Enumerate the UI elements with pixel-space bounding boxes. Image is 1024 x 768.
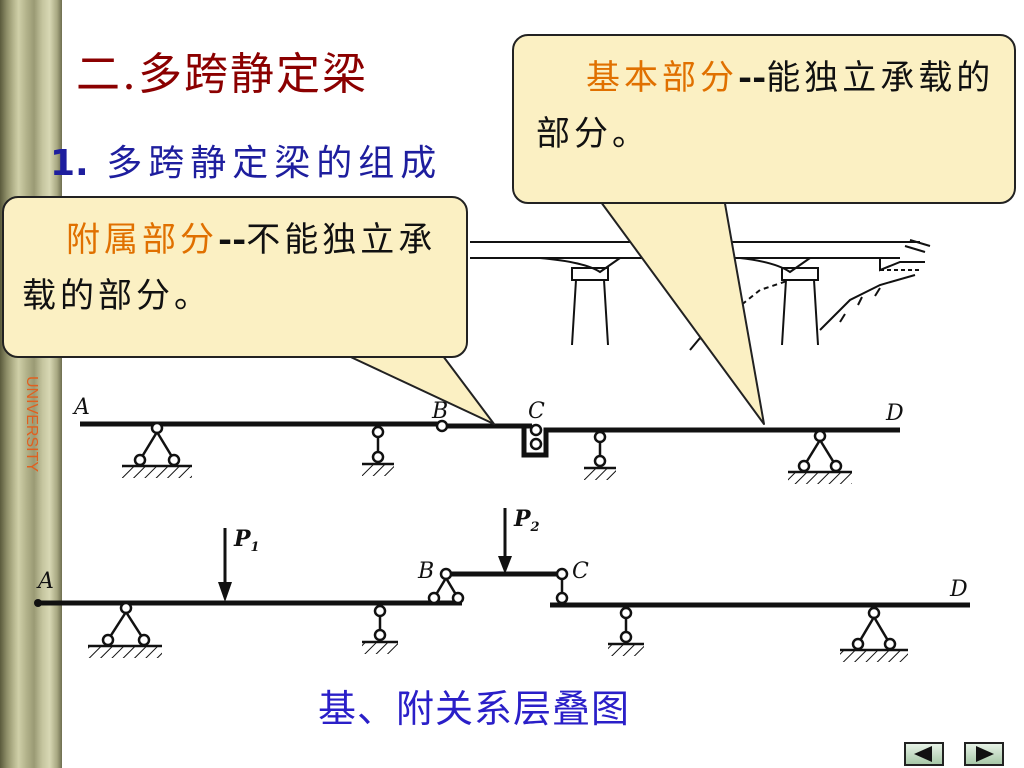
support-roller (608, 606, 644, 656)
support-roller (362, 604, 398, 654)
label-c: C (528, 399, 545, 424)
sidebar-label-text: UNIVERSITY (23, 376, 40, 472)
support-roller (362, 425, 394, 476)
term-basic: 基本部分 (586, 58, 738, 98)
title-text: 多跨静定梁 (138, 49, 368, 100)
definition-attached: 不能独立承载的部分。 (22, 220, 437, 316)
figure-caption: 基、附关系层叠图 (318, 687, 631, 731)
decorative-sidebar (0, 0, 62, 768)
title-dot: . (122, 49, 138, 100)
sidebar-label: UNIVERSITY (14, 374, 40, 534)
callout-basic-part: 基本部分--能独立承载的部分。 (512, 34, 1016, 204)
subtitle-text: 多跨静定梁的组成 (106, 143, 443, 184)
subtitle-number: 1. (50, 143, 89, 184)
next-slide-button[interactable] (964, 742, 1004, 766)
label-c: C (572, 559, 589, 584)
slide-title: 二.多跨静定梁 (76, 38, 368, 102)
support-pin (88, 601, 162, 658)
label-a: A (36, 569, 54, 594)
load-arrow (498, 508, 512, 574)
term-dash: -- (738, 58, 767, 98)
load-label-p1: P1 (233, 526, 260, 555)
beam-top: A B C D (72, 395, 904, 484)
section-subtitle: 1. 多跨静定梁的组成 (50, 134, 442, 186)
prev-slide-button[interactable] (904, 742, 944, 766)
callout-attached-part: 附属部分--不能独立承载的部分。 (2, 196, 468, 358)
load-arrow (218, 528, 232, 602)
term-dash: -- (218, 220, 247, 260)
definition-basic: 能独立承载的部分。 (536, 58, 995, 154)
support-roller (584, 430, 616, 480)
support-pin (122, 421, 192, 478)
support-pin (788, 429, 852, 484)
term-attached: 附属部分 (66, 220, 218, 260)
load-label-p2: P2 (513, 506, 540, 535)
label-a: A (72, 395, 90, 420)
label-d: D (885, 401, 904, 426)
title-prefix: 二 (76, 49, 122, 100)
label-b: B (431, 399, 448, 424)
beam-bottom: P1 P2 A B C D (34, 506, 970, 662)
triangle-left-icon (914, 746, 932, 762)
triangle-right-icon (976, 746, 994, 762)
support-pin (840, 606, 908, 662)
label-b: B (417, 559, 434, 584)
label-d: D (949, 577, 968, 602)
